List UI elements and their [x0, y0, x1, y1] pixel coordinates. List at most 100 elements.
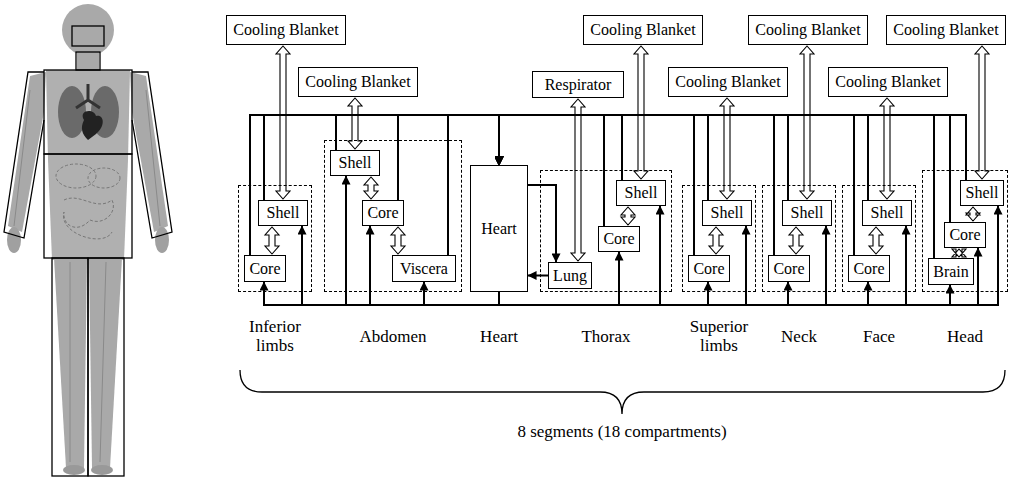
compartment-label: Respirator	[545, 76, 612, 94]
body-hand	[155, 227, 169, 253]
exchange-arrow	[975, 46, 989, 179]
segment-name: Inferior limbs	[235, 315, 315, 359]
shell-compartment: Shell	[330, 150, 380, 176]
compartment-label: Cooling Blanket	[835, 73, 940, 91]
shell-compartment: Shell	[782, 200, 832, 226]
body-intestine	[63, 198, 113, 239]
leg-outline	[52, 258, 88, 476]
shell-compartment: Shell	[258, 200, 308, 226]
blood-flow-line	[264, 115, 499, 200]
segment-box: HeadShellCoreBrain	[922, 170, 1008, 292]
blood-flow-line	[528, 185, 556, 262]
body-organ	[88, 168, 120, 188]
body-head	[62, 4, 114, 56]
compartment-label: Core	[249, 260, 280, 278]
compartment-label: Heart	[481, 220, 517, 238]
segment-name: Heart	[467, 315, 531, 359]
compartment-label: Core	[367, 204, 398, 222]
neck-outline	[76, 52, 100, 70]
compartment-label: Core	[853, 260, 884, 278]
segment-name: Neck	[759, 315, 839, 359]
body-foot	[63, 465, 85, 475]
exchange-arrow	[348, 98, 362, 149]
segment-box: Superior limbsShellCore	[682, 185, 756, 292]
heart-box: HeartHeart	[470, 165, 528, 292]
exchange-arrow	[571, 99, 585, 261]
exchange-arrow	[952, 249, 966, 257]
compartment-label: Core	[693, 260, 724, 278]
compartment-label: Brain	[933, 263, 969, 281]
compartment-label: Shell	[625, 184, 658, 202]
caption: 8 segments (18 compartments)	[422, 422, 822, 442]
blood-flow-line	[499, 226, 906, 305]
compartment-label: Viscera	[400, 260, 448, 278]
shell-compartment: Shell	[960, 180, 1004, 206]
exchange-arrow	[621, 207, 635, 225]
body-hand	[7, 227, 21, 253]
compartment-label: Shell	[966, 184, 999, 202]
cooling-blanket: Cooling Blanket	[748, 15, 868, 45]
core-compartment: Core	[848, 255, 890, 282]
segment-box: AbdomenShellCoreViscera	[324, 140, 462, 292]
exchange-arrow	[869, 227, 883, 254]
segment-box: ThoraxShellCoreLung	[540, 170, 672, 292]
face-outline	[72, 26, 104, 46]
body-arm	[130, 72, 168, 232]
compartment-label: Shell	[791, 204, 824, 222]
compartment-label: Core	[773, 260, 804, 278]
compartment-label: Shell	[267, 204, 300, 222]
viscera-compartment: Viscera	[392, 255, 456, 282]
compartment-label: Core	[949, 226, 980, 244]
blood-flow-line	[499, 115, 934, 258]
exchange-arrow	[276, 46, 290, 199]
compartment-label: Shell	[339, 154, 372, 172]
compartment-label: Shell	[711, 204, 744, 222]
blood-flow-line	[264, 282, 499, 305]
compartment-label: Lung	[553, 267, 587, 285]
shell-compartment: Shell	[616, 180, 666, 206]
body-heart	[82, 111, 103, 140]
cooling-blanket: Cooling Blanket	[668, 67, 788, 97]
core-compartment: Core	[598, 226, 640, 252]
exchange-arrow	[709, 227, 723, 254]
cooling-blanket: Cooling Blanket	[886, 15, 1006, 45]
arm-outline	[132, 72, 172, 238]
segment-name: Superior limbs	[679, 315, 759, 359]
compartment-label: Cooling Blanket	[305, 73, 410, 91]
compartment-label: Cooling Blanket	[590, 21, 695, 39]
segment-box: FaceShellCore	[842, 185, 916, 292]
arm-outline	[4, 72, 44, 238]
segment-name: Face	[839, 315, 919, 359]
exchange-arrow	[391, 227, 405, 254]
body-neck	[77, 52, 99, 70]
segment-name: Thorax	[537, 315, 675, 359]
blood-flow-line	[499, 115, 694, 255]
body-trachea	[76, 84, 100, 108]
compartment-label: Core	[603, 230, 634, 248]
exchange-arrow	[720, 98, 734, 199]
body-foot	[91, 465, 113, 475]
exchange-arrow	[265, 227, 279, 254]
blood-flow-line	[499, 115, 868, 200]
blood-flow-line	[499, 226, 746, 305]
compartment-label: Cooling Blanket	[233, 21, 338, 39]
cooling-blanket: Cooling Blanket	[298, 67, 418, 97]
exchange-arrow	[634, 46, 648, 179]
core-compartment: Core	[244, 255, 286, 282]
body-lung	[58, 86, 86, 138]
core-compartment: Core	[768, 255, 810, 282]
compartment-label: Shell	[871, 204, 904, 222]
cooling-blanket: Cooling Blanket	[226, 15, 346, 45]
cooling-blanket: Cooling Blanket	[828, 67, 948, 97]
lung-compartment: Lung	[548, 262, 592, 289]
compartment-label: Cooling Blanket	[893, 21, 998, 39]
core-compartment: Core	[688, 255, 730, 282]
segment-box: NeckShellCore	[762, 185, 836, 292]
blood-flow-line	[499, 248, 978, 305]
blood-flow-line	[499, 282, 788, 305]
segment-box: Inferior limbsShellCore	[238, 185, 312, 292]
shell-compartment: Shell	[702, 200, 752, 226]
blood-flow-line	[499, 115, 950, 222]
leg-outline	[88, 258, 124, 476]
blood-flow-line	[499, 226, 826, 305]
